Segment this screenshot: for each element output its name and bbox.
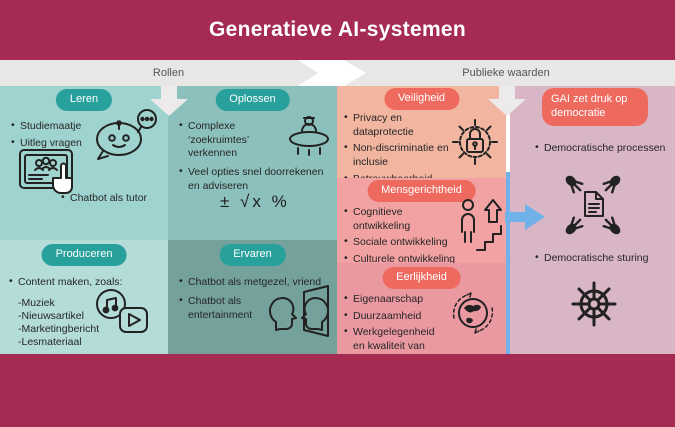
chatbot-speech-icon: [96, 109, 157, 160]
footer-bar: [0, 354, 675, 427]
section-oplossen: Oplossen Complexe ‘zoekruimtes’ verkenne…: [168, 86, 337, 240]
section-eerlijkheid: Eerlijkheid Eigenaarschap Duurzaamheid W…: [337, 263, 506, 354]
veiligheid-label: Veiligheid: [383, 88, 460, 110]
mirror-faces-icon: [268, 285, 330, 337]
helm-icon: [571, 281, 617, 327]
arrow-down-waarden-icon: [488, 86, 526, 116]
bullet-item: Duurzaamheid: [343, 309, 449, 324]
section-mensgerichtheid: Mensgerichtheid Cognitieve ontwikkeling …: [337, 178, 506, 263]
section-produceren: Produceren Content maken, zoals: -Muziek…: [0, 240, 168, 354]
hand-shape: [565, 175, 621, 235]
person-stairs-icon: [461, 199, 502, 251]
eerlijkheid-label: Eerlijkheid: [382, 267, 461, 289]
bullet-item: Democratische sturing: [534, 251, 666, 266]
section-ervaren: Ervaren Chatbot als metgezel, vriend Cha…: [168, 240, 337, 354]
list-item: -Marketingbericht: [18, 323, 100, 336]
ervaren-label: Ervaren: [219, 244, 286, 266]
bullet-item: Studiemaatje: [10, 119, 105, 134]
list-item: -Nieuwsartikel: [18, 310, 84, 323]
gai-democratie-label: GAI zet druk op democratie: [542, 88, 648, 126]
bullet-item: Chatbot als entertainment: [178, 294, 268, 322]
bullet-item: Culturele ontwikkeling: [343, 252, 461, 263]
tablet-hand-icon: [19, 149, 73, 194]
bullet-item: Democratische processen: [534, 141, 666, 156]
bullet-item: Betrouwbaarheid: [343, 172, 449, 178]
mensgerichtheid-label: Mensgerichtheid: [367, 180, 476, 202]
divider-line: [506, 172, 510, 427]
bullet-item: Eigenaarschap: [343, 292, 449, 307]
arrow-right-blue-icon: [505, 204, 545, 230]
header-bar: Generatieve AI-systemen: [0, 0, 675, 60]
math-symbols: ± √x %: [220, 192, 290, 211]
chevron-right-icon: [298, 60, 366, 86]
document-hands-icon: [565, 175, 621, 235]
page-title: Generatieve AI-systemen: [208, 18, 467, 41]
column-leren-produceren: Leren Studiemaatje Uitleg vragen: [0, 86, 168, 354]
globe-cycle-icon: [452, 292, 494, 334]
rollen-heading: Rollen: [152, 67, 185, 79]
bullet-item: Cognitieve ontwikkeling: [343, 205, 461, 233]
bullet-item: Non-discriminatie en inclusie: [343, 141, 449, 169]
section-leren: Leren Studiemaatje Uitleg vragen: [0, 86, 168, 240]
leren-label: Leren: [55, 89, 113, 111]
list-item: -Lesmateriaal: [18, 336, 82, 349]
bullet-item: Veel opties snel doorrekenen en advisere…: [178, 165, 328, 193]
arrow-down-rollen-icon: [150, 86, 188, 116]
columns: Leren Studiemaatje Uitleg vragen: [0, 86, 675, 427]
bullet-item: Sociale ontwikkeling: [343, 235, 461, 250]
bullet-item: Chatbot als tutor: [60, 191, 160, 206]
column-publieke-waarden: Veiligheid Privacy en dataprotectie Non-…: [337, 86, 506, 354]
bullet-item: Privacy en dataprotectie: [343, 111, 449, 139]
music-video-icon: [96, 289, 148, 333]
bullet-item: Uitleg vragen: [10, 136, 105, 151]
rostrum-person-icon: [289, 116, 329, 156]
bullet-item: Werkgelegenheid en kwaliteit van werk: [343, 325, 449, 354]
bullet-item: Complexe ‘zoekruimtes’ verkennen: [178, 119, 290, 161]
publieke-waarden-heading: Publieke waarden: [462, 67, 550, 79]
column-oplossen-ervaren: Oplossen Complexe ‘zoekruimtes’ verkenne…: [168, 86, 337, 354]
flow-banner: Rollen Publieke waarden: [0, 60, 675, 86]
bullet-item: Content maken, zoals:: [8, 275, 148, 290]
section-veiligheid: Veiligheid Privacy en dataprotectie Non-…: [337, 86, 506, 178]
bullet-item: Chatbot als metgezel, vriend: [178, 275, 333, 290]
secure-lock-icon: [452, 119, 498, 165]
produceren-label: Produceren: [41, 244, 127, 266]
list-item: -Muziek: [18, 297, 55, 309]
oplossen-label: Oplossen: [215, 89, 290, 111]
